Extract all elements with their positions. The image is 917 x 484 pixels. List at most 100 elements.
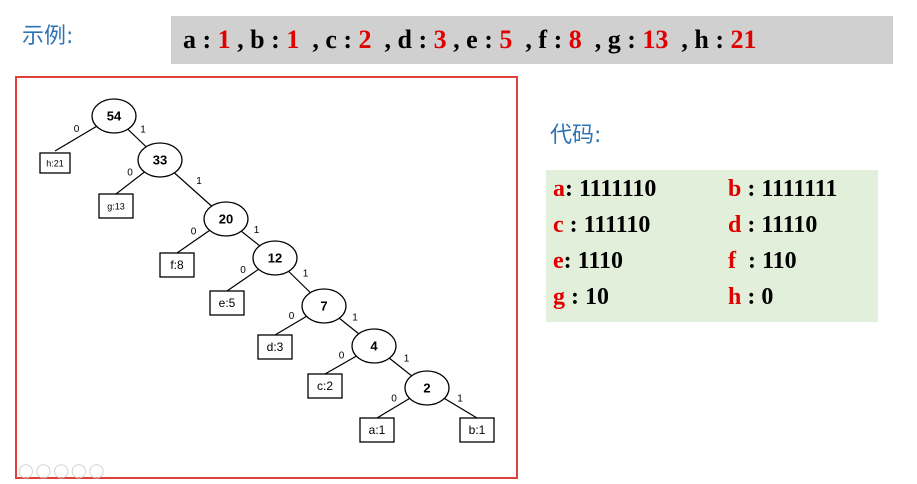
code-entry-d: d : 11110 — [728, 212, 817, 239]
frequency-h: h : 21 — [694, 25, 756, 55]
code-entry-g: g : 10 — [553, 284, 609, 311]
code-value: 1111110 — [579, 176, 657, 202]
code-key: g — [553, 284, 565, 310]
edge-label: 1 — [352, 313, 358, 324]
tree-leaf-label: c:2 — [317, 379, 333, 393]
tree-node-label: 2 — [423, 380, 430, 395]
code-row: a: 1111110 b : 1111111 — [553, 176, 878, 212]
frequency-sep: : — [620, 25, 643, 54]
code-row: g : 10 h : 0 — [553, 284, 878, 320]
tree-leaf-f-8 — [159, 252, 195, 278]
tree-leaf-e-5 — [209, 290, 245, 316]
frequency-value: 3 — [433, 25, 447, 54]
frequency-key: e — [466, 25, 478, 54]
code-value: 1110 — [577, 248, 624, 274]
frequency-value: 13 — [642, 25, 669, 54]
tree-leaf-label: g:13 — [107, 201, 125, 211]
frequency-value: 2 — [358, 25, 372, 54]
tree-leaf-label: b:1 — [469, 423, 486, 437]
tree-node-20 — [203, 201, 249, 237]
code-sep: : — [741, 284, 762, 310]
example-label: 示例: — [22, 24, 74, 49]
code-key: b — [728, 176, 742, 202]
tree-leaf-c-2 — [307, 373, 343, 399]
code-entry-a: a: 1111110 — [553, 176, 656, 203]
code-entry-c: c : 111110 — [553, 212, 650, 239]
code-sep: : — [565, 176, 579, 202]
frequency-trail: , — [299, 25, 326, 54]
code-sep: : — [741, 176, 762, 202]
tree-leaf-h-21 — [39, 152, 71, 174]
code-sep: : — [741, 212, 762, 238]
frequency-sep: : — [412, 25, 434, 54]
code-key: d — [728, 212, 742, 238]
frequency-sep: : — [336, 25, 359, 54]
frequency-trail: , — [230, 25, 251, 54]
tree-node-7 — [301, 288, 347, 324]
code-sep: : — [565, 284, 585, 310]
code-value: 10 — [585, 284, 609, 310]
tree-leaf-b-1 — [459, 417, 495, 443]
frequency-key: b — [250, 25, 265, 54]
code-value: 111110 — [583, 212, 651, 238]
tree-node-4 — [351, 328, 397, 364]
tree-leaf-label: d:3 — [267, 340, 284, 354]
tree-leaf-a-1 — [359, 417, 395, 443]
tree-leaf-label: f:8 — [170, 258, 184, 272]
edge-label: 1 — [254, 225, 260, 236]
frequency-key: g — [607, 25, 621, 54]
edge-label: 0 — [289, 311, 295, 322]
frequency-key: a — [183, 25, 196, 54]
frequency-trail: , — [512, 25, 539, 54]
code-entry-h: h : 0 — [728, 284, 773, 311]
code-value: 110 — [762, 248, 797, 274]
edge-label: 1 — [457, 394, 463, 405]
code-key: c — [553, 212, 564, 238]
tree-leaf-label: h:21 — [46, 158, 64, 168]
edge-label: 0 — [391, 394, 397, 405]
code-value: 0 — [761, 284, 774, 310]
tree-node-54 — [91, 98, 137, 134]
edge-label: 0 — [127, 168, 133, 179]
code-key: e — [553, 248, 564, 274]
code-key: h — [728, 284, 742, 310]
code-sep: : — [563, 248, 578, 274]
tree-node-label: 20 — [219, 211, 233, 226]
tree-node-label: 4 — [370, 338, 378, 353]
tree-leaf-d-3 — [257, 334, 293, 360]
frequency-trail: , — [668, 25, 695, 54]
code-value: 1111111 — [761, 176, 838, 202]
frequency-trail: , — [581, 25, 608, 54]
frequency-value: 5 — [499, 25, 513, 54]
edge-label: 0 — [240, 265, 246, 276]
code-label: 代码: — [550, 123, 602, 148]
tree-leaf-label: a:1 — [369, 423, 386, 437]
code-table: a: 1111110 b : 1111111 c : 111110 d : 11110… — [546, 170, 878, 322]
code-row: c : 111110 d : 11110 — [553, 212, 878, 248]
frequency-value: 8 — [568, 25, 582, 54]
code-sep: : — [563, 212, 584, 238]
tree-node-label: 7 — [320, 298, 327, 313]
frequency-sep: : — [547, 25, 569, 54]
frequency-sep: : — [708, 25, 731, 54]
tree-node-12 — [252, 240, 298, 276]
edge-label: 1 — [140, 125, 146, 136]
frequency-a: a : 1 , — [183, 25, 250, 55]
code-key: a — [553, 176, 565, 202]
watermark-icons: ◯◯◯◯◯ — [18, 462, 107, 478]
frequency-bar: a : 1 , b : 1 , c : 2 , d : 3 , e : 5 , … — [171, 16, 893, 64]
edge-label: 0 — [74, 124, 80, 135]
edge-label: 1 — [196, 176, 202, 187]
frequency-key: f — [538, 25, 548, 54]
frequency-trail: , — [371, 25, 398, 54]
frequency-d: d : 3 , — [398, 25, 467, 55]
frequency-sep: : — [477, 25, 500, 54]
frequency-key: c — [325, 25, 337, 54]
edge-label: 1 — [404, 354, 410, 365]
code-entry-e: e: 1110 — [553, 248, 623, 275]
frequency-key: h — [694, 25, 709, 54]
